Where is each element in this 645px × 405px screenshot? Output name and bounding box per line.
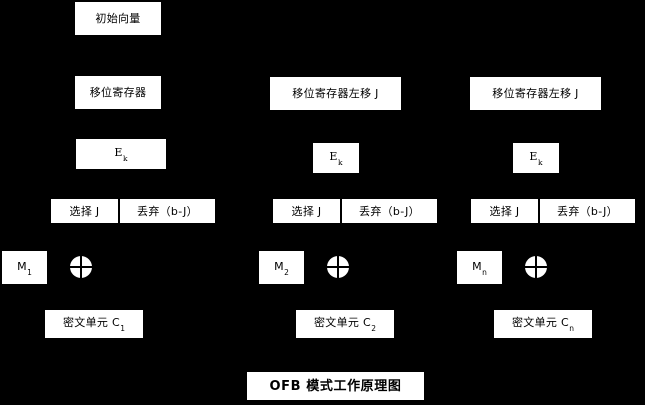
xor-operator-stage-2: [327, 256, 349, 278]
shift-register-box-stage-1: 移位寄存器: [75, 76, 161, 109]
encryption-label-stage-n: Ek: [529, 150, 543, 168]
page-title: OFB 模式工作原理图: [269, 378, 402, 394]
plaintext-box-stage-1: M1: [2, 251, 47, 284]
encryption-box-stage-n: Ek: [513, 143, 559, 173]
shift-register-label-stage-1: 移位寄存器: [89, 86, 147, 99]
ciphertext-box-stage-1: 密文单元 C1: [45, 310, 143, 338]
ciphertext-label-stage-1: 密文单元 C1: [62, 316, 126, 334]
initial-vector-box: 初始向量: [75, 2, 161, 35]
discard-label-stage-1: 丢弃（b-J）: [137, 204, 198, 218]
xor-operator-stage-n: [525, 256, 547, 278]
plaintext-label-stage-1: M1: [17, 259, 33, 277]
ciphertext-box-stage-2: 密文单元 C2: [296, 310, 394, 338]
xor-operator-stage-1: [70, 256, 92, 278]
plaintext-box-stage-2: M2: [259, 251, 304, 284]
select-label-stage-1: 选择 J: [69, 204, 100, 218]
select-box-stage-n: 选择 J: [471, 199, 538, 223]
discard-label-stage-2: 丢弃（b-J）: [359, 204, 420, 218]
plaintext-label-stage-2: M2: [274, 259, 290, 277]
encryption-box-stage-1: Ek: [76, 139, 166, 169]
shift-register-label-stage-n: 移位寄存器左移 J: [492, 87, 579, 100]
ciphertext-label-stage-2: 密文单元 C2: [313, 316, 377, 334]
shift-register-box-stage-n: 移位寄存器左移 J: [470, 77, 601, 110]
select-box-stage-1: 选择 J: [51, 199, 118, 223]
select-label-stage-n: 选择 J: [489, 204, 520, 218]
encryption-label-stage-2: Ek: [329, 150, 343, 168]
shift-register-box-stage-2: 移位寄存器左移 J: [270, 77, 401, 110]
ciphertext-label-stage-n: 密文单元 Cn: [511, 316, 575, 334]
plaintext-box-stage-n: Mn: [457, 251, 502, 284]
select-box-stage-2: 选择 J: [273, 199, 340, 223]
initial-vector-label: 初始向量: [95, 12, 141, 25]
encryption-box-stage-2: Ek: [313, 143, 359, 173]
discard-box-stage-2: 丢弃（b-J）: [342, 199, 437, 223]
diagram-title-box: OFB 模式工作原理图: [247, 372, 424, 400]
ciphertext-box-stage-n: 密文单元 Cn: [494, 310, 592, 338]
encryption-label-stage-1: Ek: [114, 146, 128, 164]
discard-box-stage-1: 丢弃（b-J）: [120, 199, 215, 223]
discard-label-stage-n: 丢弃（b-J）: [557, 204, 618, 218]
plaintext-label-stage-n: Mn: [472, 259, 488, 277]
select-label-stage-2: 选择 J: [291, 204, 322, 218]
discard-box-stage-n: 丢弃（b-J）: [540, 199, 635, 223]
shift-register-label-stage-2: 移位寄存器左移 J: [292, 87, 379, 100]
